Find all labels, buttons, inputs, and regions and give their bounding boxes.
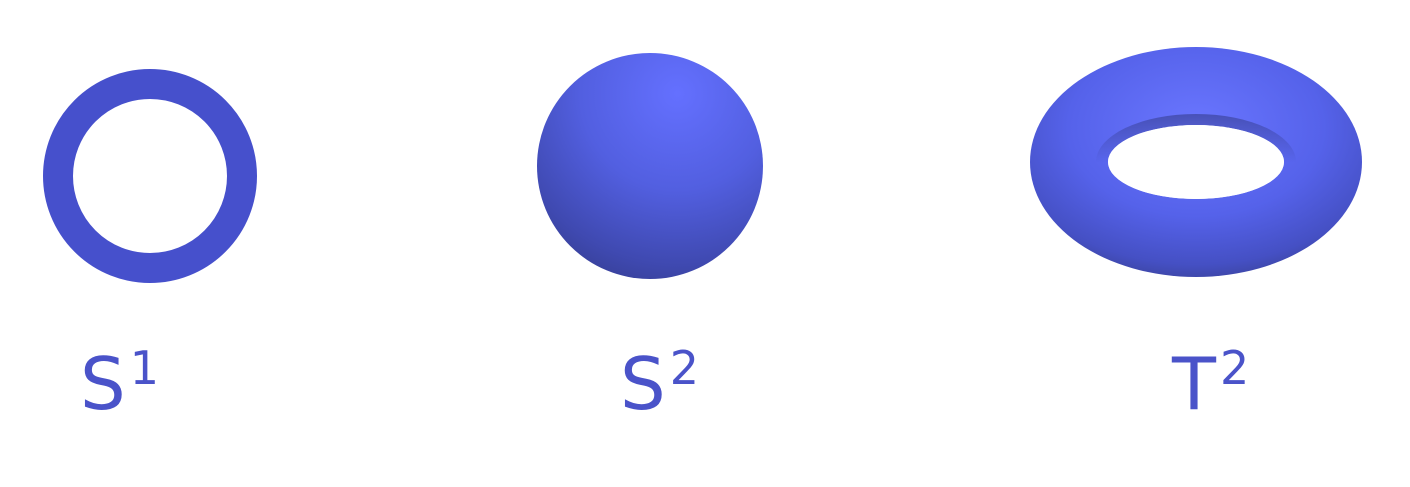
label-s2-base: S — [620, 342, 666, 426]
circle-shape — [43, 69, 257, 283]
label-t2-base: T — [1172, 342, 1216, 426]
sphere-shape — [537, 53, 763, 279]
label-t2-exponent: 2 — [1219, 340, 1250, 395]
label-s2: S2 — [620, 342, 699, 426]
label-s1: S1 — [80, 342, 159, 426]
torus-shape — [1030, 47, 1362, 277]
label-t2: T2 — [1172, 342, 1249, 426]
label-s1-base: S — [80, 342, 126, 426]
label-s1-exponent: 1 — [129, 340, 159, 395]
label-s2-exponent: 2 — [669, 340, 699, 395]
